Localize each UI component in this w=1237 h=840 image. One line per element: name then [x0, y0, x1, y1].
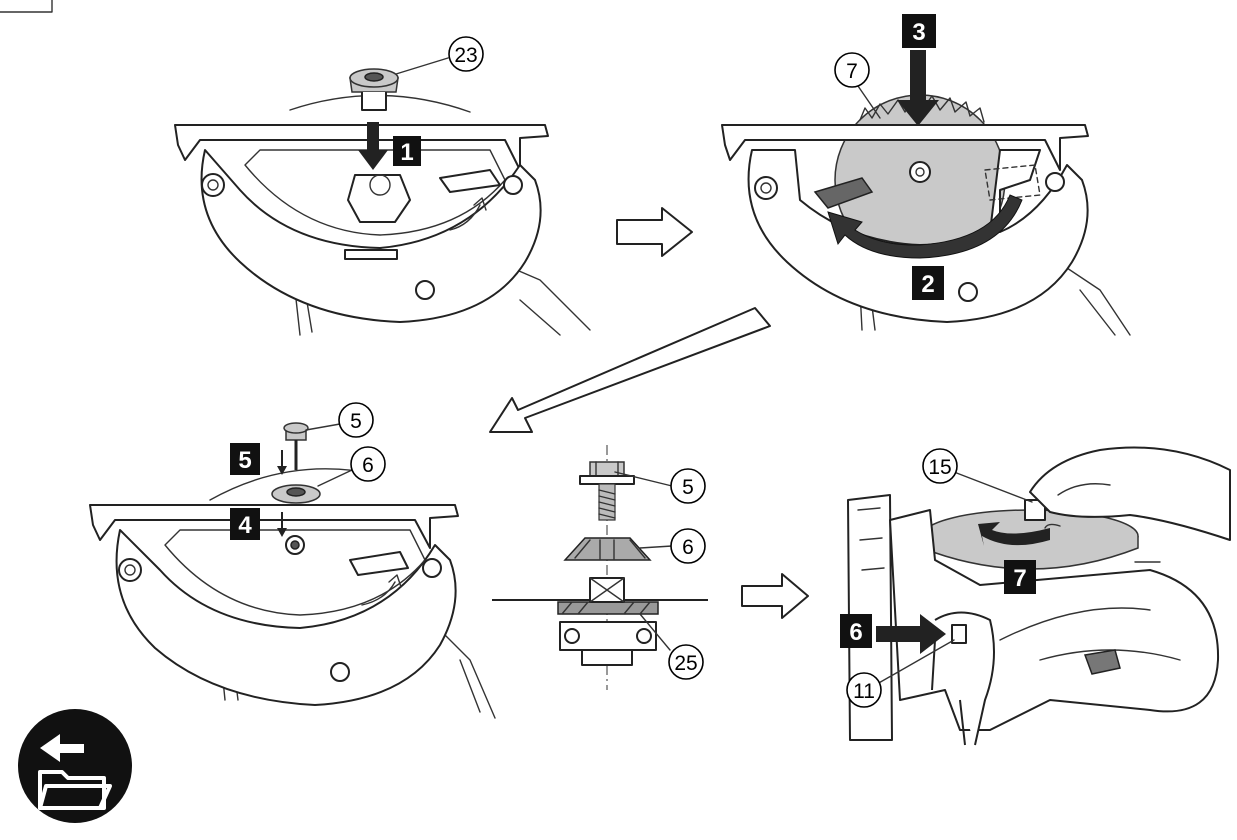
svg-text:11: 11: [853, 680, 875, 703]
step-badge-1: 1: [393, 136, 421, 166]
svg-text:7: 7: [1013, 565, 1026, 592]
callout-5-section: 5: [670, 468, 706, 504]
svg-text:6: 6: [849, 619, 862, 646]
step-badge-6: 6: [840, 614, 872, 648]
callout-23: 23: [448, 36, 484, 72]
arrow-right-2: [741, 573, 809, 619]
callout-15: 15: [922, 448, 958, 484]
step-badge-4: 4: [230, 508, 260, 540]
svg-text:6: 6: [682, 536, 694, 559]
panel-1-saw: [174, 57, 591, 336]
panel-3-saw: [89, 422, 496, 719]
corner-tab: [0, 0, 53, 13]
svg-text:2: 2: [921, 271, 934, 298]
svg-text:5: 5: [682, 476, 694, 499]
svg-text:1: 1: [400, 139, 413, 166]
panel-2-saw: [721, 50, 1131, 336]
step-badge-5: 5: [230, 443, 260, 475]
svg-text:23: 23: [454, 44, 477, 67]
step-badge-3: 3: [902, 14, 936, 48]
arrow-right-1: [616, 207, 693, 257]
section-view: [492, 445, 708, 690]
callout-6-panel3: 6: [350, 446, 386, 482]
step-badge-7: 7: [1004, 560, 1036, 594]
svg-text:4: 4: [238, 512, 252, 539]
arrow-diagonal: [489, 307, 771, 433]
svg-text:5: 5: [238, 447, 251, 474]
back-to-folder-icon[interactable]: [18, 709, 132, 823]
callout-5-panel3: 5: [338, 402, 374, 438]
callout-11: 11: [846, 672, 882, 708]
callout-6-section: 6: [670, 528, 706, 564]
svg-text:25: 25: [674, 652, 697, 675]
svg-text:3: 3: [912, 19, 925, 46]
svg-text:5: 5: [350, 410, 362, 433]
callout-7-top: 7: [834, 52, 870, 88]
svg-text:7: 7: [846, 60, 858, 83]
step-badge-2: 2: [912, 266, 944, 300]
svg-text:15: 15: [928, 456, 951, 479]
callout-25-section: 25: [668, 644, 704, 680]
svg-text:6: 6: [362, 454, 374, 477]
panel-4-saw: [847, 446, 1231, 746]
